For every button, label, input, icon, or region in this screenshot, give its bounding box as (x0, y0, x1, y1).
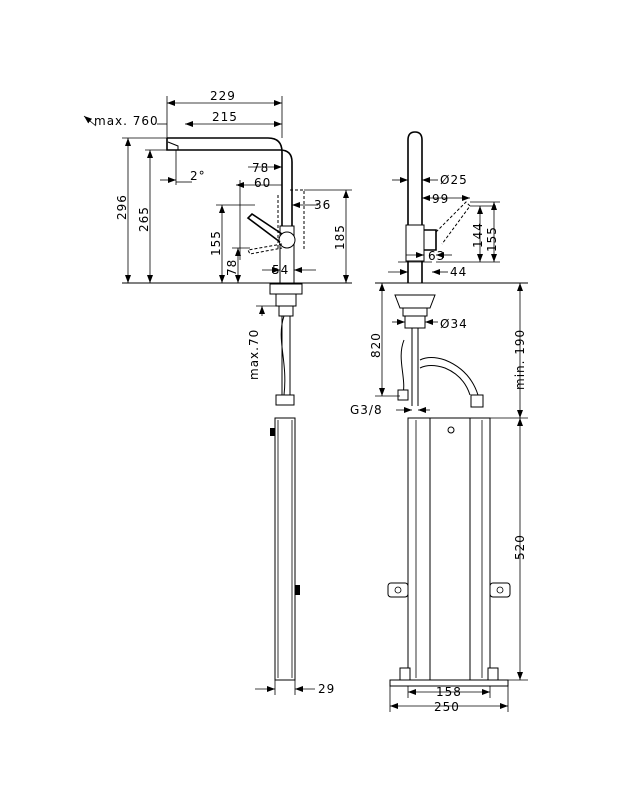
label-155a: 155 (209, 230, 223, 256)
side-view: 229 215 max. 760 296 265 2° 78 60 36 185… (83, 89, 352, 696)
label-99: 99 (432, 192, 449, 206)
lever-handle (246, 212, 283, 243)
label-g38: G3/8 (350, 403, 383, 417)
bracket-right (489, 582, 511, 598)
label-820: 820 (369, 332, 383, 358)
front-view: Ø25 99 144 155 63 44 Ø34 820 min. 190 G3… (350, 131, 528, 714)
hose-end-connector-2 (397, 389, 409, 401)
spray-head (167, 141, 179, 150)
label-min190: min. 190 (513, 329, 527, 390)
lever-front (424, 229, 437, 251)
label-2deg: 2° (190, 169, 206, 183)
bracket-right-hole (496, 586, 504, 594)
label-215: 215 (212, 110, 238, 124)
cabinet-clip-mid (295, 585, 300, 595)
spout-inner (167, 137, 283, 226)
hose-end-connector (470, 394, 484, 408)
label-296: 296 (115, 194, 129, 220)
foot-right (487, 667, 499, 681)
label-185: 185 (333, 224, 347, 250)
cabinet-clip-top (270, 428, 275, 436)
hose-connector (275, 394, 295, 406)
hose-loop-outer (419, 357, 479, 396)
hose-curve (280, 315, 286, 396)
label-60: 60 (254, 176, 271, 190)
label-250: 250 (434, 700, 460, 714)
label-max70: max.70 (247, 329, 261, 380)
label-78b: 78 (225, 259, 239, 276)
mount-plate (269, 283, 303, 295)
label-max760: max. 760 (94, 114, 159, 128)
label-265: 265 (137, 206, 151, 232)
hose-front (411, 328, 419, 406)
label-dia25: Ø25 (440, 173, 468, 187)
label-36: 36 (314, 198, 331, 212)
label-158: 158 (436, 685, 462, 699)
dim-max760-arrow (83, 115, 97, 127)
foot-left (399, 667, 411, 681)
label-78a: 78 (252, 161, 269, 175)
label-229: 229 (210, 89, 236, 103)
cabinet-front (407, 417, 491, 681)
spout-outline (166, 138, 293, 226)
label-155b: 155 (485, 226, 499, 252)
cabinet-base (389, 679, 509, 687)
shank-front (404, 315, 426, 329)
label-29: 29 (318, 682, 335, 696)
label-44: 44 (450, 265, 467, 279)
label-520: 520 (513, 534, 527, 560)
mount-nut (275, 293, 297, 307)
mount-plate-front (394, 294, 436, 309)
label-54: 54 (272, 263, 289, 277)
label-dia34: Ø34 (440, 317, 468, 331)
lever-front-dashed (435, 201, 471, 245)
supply-hoses (281, 316, 291, 395)
body-front (405, 224, 425, 262)
lever-hub (278, 231, 296, 249)
hose-front-curve (400, 339, 405, 399)
bracket-left-hole (394, 586, 402, 594)
mount-nut-front (402, 307, 428, 317)
cabinet-side (274, 417, 296, 681)
cabinet-hole (447, 426, 455, 434)
label-144: 144 (471, 222, 485, 248)
lever-dashed (247, 243, 283, 255)
label-63: 63 (428, 249, 445, 263)
hose-loop-inner (419, 365, 471, 396)
mount-shank (278, 305, 294, 317)
bracket-left (387, 582, 409, 598)
